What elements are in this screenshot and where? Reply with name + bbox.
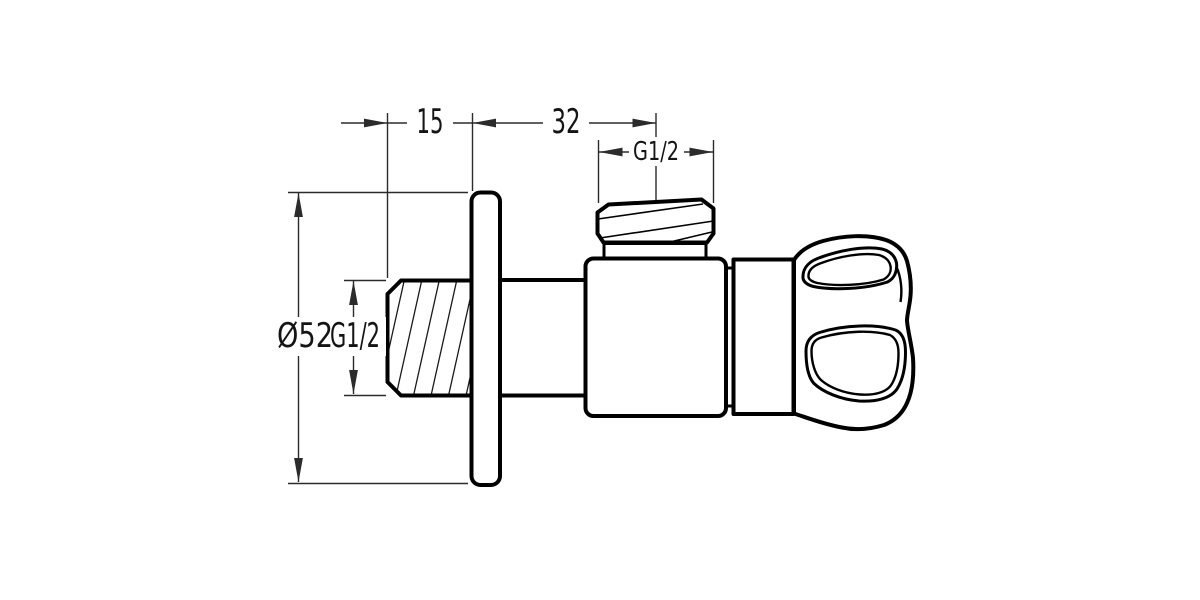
arrowhead-up [294, 193, 303, 217]
bonnet-ring [731, 257, 796, 416]
dim-wall-to-outlet-label: 32 [552, 102, 581, 142]
dim-pipe-length-label: 15 [417, 102, 444, 142]
dim-outlet-thread-label: G1/2 [633, 137, 679, 167]
dimension-labels: 15 32 G1/2 Ø52 G1/2 [272, 102, 684, 356]
dim-inlet-thread-label: G1/2 [330, 316, 380, 356]
arrowhead-left [472, 118, 496, 128]
grip-recess-upper-inner [807, 252, 892, 287]
inlet-pipe-outline [385, 278, 474, 398]
arrowhead-down [294, 458, 303, 482]
label-mask [543, 106, 589, 139]
label-mask [272, 317, 386, 356]
arrowhead-right [364, 118, 388, 128]
dim-flange-diameter-label: Ø52 [277, 316, 333, 356]
thread-line [599, 220, 714, 239]
hatch-line [394, 280, 424, 396]
wall-flange-plate [469, 190, 502, 487]
valve-body [583, 256, 728, 418]
arrowhead-down [349, 370, 358, 394]
outlet-nut-outline [595, 197, 716, 245]
arrowhead-up [349, 281, 358, 305]
grip-recess-lower [804, 324, 907, 403]
grip-recess-lower-inner [810, 330, 900, 396]
valve-part [385, 190, 916, 487]
dimension-top-offsets [341, 113, 657, 278]
arrowhead-right [689, 147, 713, 157]
outlet-nut [595, 197, 716, 245]
grip-recess-upper [801, 246, 899, 291]
handle-knob [792, 234, 916, 432]
thread-line [597, 203, 704, 220]
label-mask [407, 106, 453, 139]
hatch-line [429, 280, 459, 396]
hatch-line [412, 280, 441, 396]
arrowhead-right [632, 118, 656, 128]
label-mask [629, 137, 684, 166]
grip-recess-upper-tail [895, 266, 903, 303]
arrowhead-left [599, 147, 623, 157]
thread-line [669, 231, 713, 243]
hatch-line [387, 280, 406, 396]
